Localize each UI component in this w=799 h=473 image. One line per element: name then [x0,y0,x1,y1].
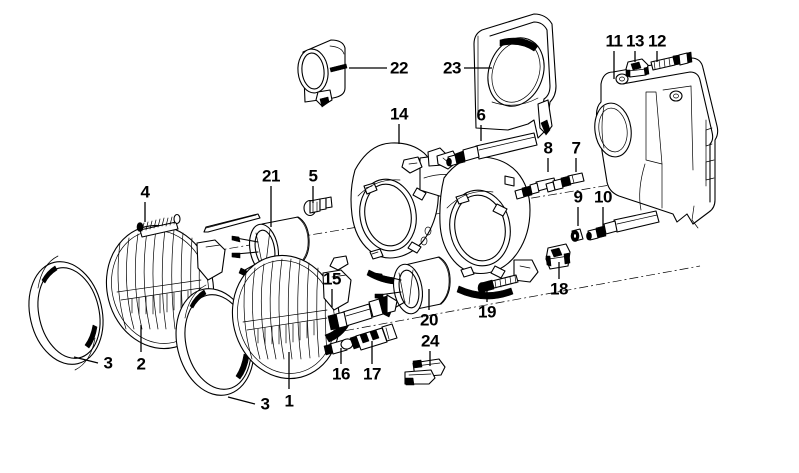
part-1-headlight-lens [231,254,352,380]
callout-number-8: 8 [543,138,553,158]
part-24-bulb-clip [404,358,446,386]
callout-number-16: 16 [332,364,350,384]
part-18-bracket-clip [545,243,571,270]
callout-number-24: 24 [421,331,439,351]
callout-number-22: 22 [390,58,408,78]
callout-number-12: 12 [648,31,666,51]
part-14-main-housing [350,142,539,300]
leader-line-3 [73,356,99,364]
part-20-bulb-holder-ring [374,256,451,318]
part-22-parking-light-housing [297,39,348,108]
part-4-spring [136,213,181,238]
callout-number-5: 5 [308,166,318,186]
callout-number-17: 17 [363,364,381,384]
callout-number-13: 13 [626,31,644,51]
part-23-headlight-seal [473,13,557,139]
callout-number-2: 2 [136,354,146,374]
part-17-festoon-bulb [349,323,398,351]
part-7-hex-screw [545,172,585,193]
callout-leader-lines [73,51,658,405]
callout-number-19: 19 [478,302,496,322]
callout-number-3: 3 [260,394,270,414]
callout-number-23: 23 [443,58,461,78]
part-10-adjusting-rod-short [586,210,660,241]
callout-number-21: 21 [262,166,280,186]
callout-number-7: 7 [571,138,581,158]
callout-number-20: 20 [420,310,438,330]
part-5-adjusting-screw [303,196,333,217]
callout-number-18: 18 [550,279,568,299]
callout-number-1: 1 [284,391,294,411]
callout-number-6: 6 [476,105,486,125]
callout-number-9: 9 [573,187,583,207]
callout-number-4: 4 [140,182,150,202]
part-13-clip-nut [625,58,650,78]
callout-number-10: 10 [594,187,612,207]
part-6-adjusting-rod-long [446,132,538,167]
part-16-small-bulb [323,338,354,356]
part-9-nut [570,228,584,242]
part-15-bulb-socket [327,294,398,331]
part-12-screw-with-washer [650,51,693,71]
callout-number-11: 11 [605,31,623,51]
part-3-trim-ring-left [28,255,104,371]
callout-number-15: 15 [323,269,341,289]
part-11-cover-housing [594,57,719,229]
leader-line-3 [227,396,256,405]
callout-number-14: 14 [390,104,408,124]
part-19-self-tapping-screw [477,274,519,294]
callout-number-3: 3 [103,353,113,373]
